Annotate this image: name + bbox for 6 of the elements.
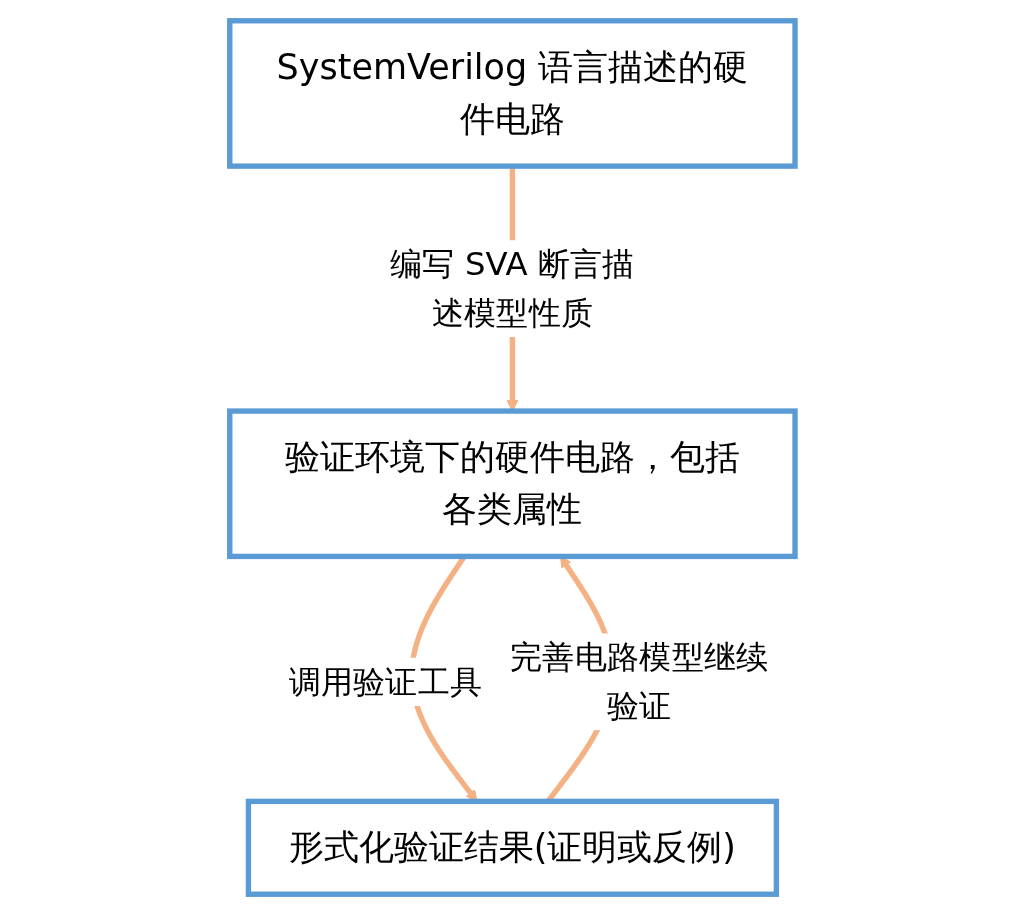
edge-label: 完善电路模型继续验证: [509, 638, 769, 725]
edge-label: 编写 SVA 断言描述模型性质: [389, 245, 635, 332]
node-box: 验证环境下的硬件电路，包括各类属性: [226, 408, 798, 560]
node-box: SystemVerilog 语言描述的硬件电路: [226, 18, 798, 169]
node-box: 形式化验证结果(证明或反例): [245, 798, 779, 897]
edge-label: 调用验证工具: [288, 662, 482, 701]
